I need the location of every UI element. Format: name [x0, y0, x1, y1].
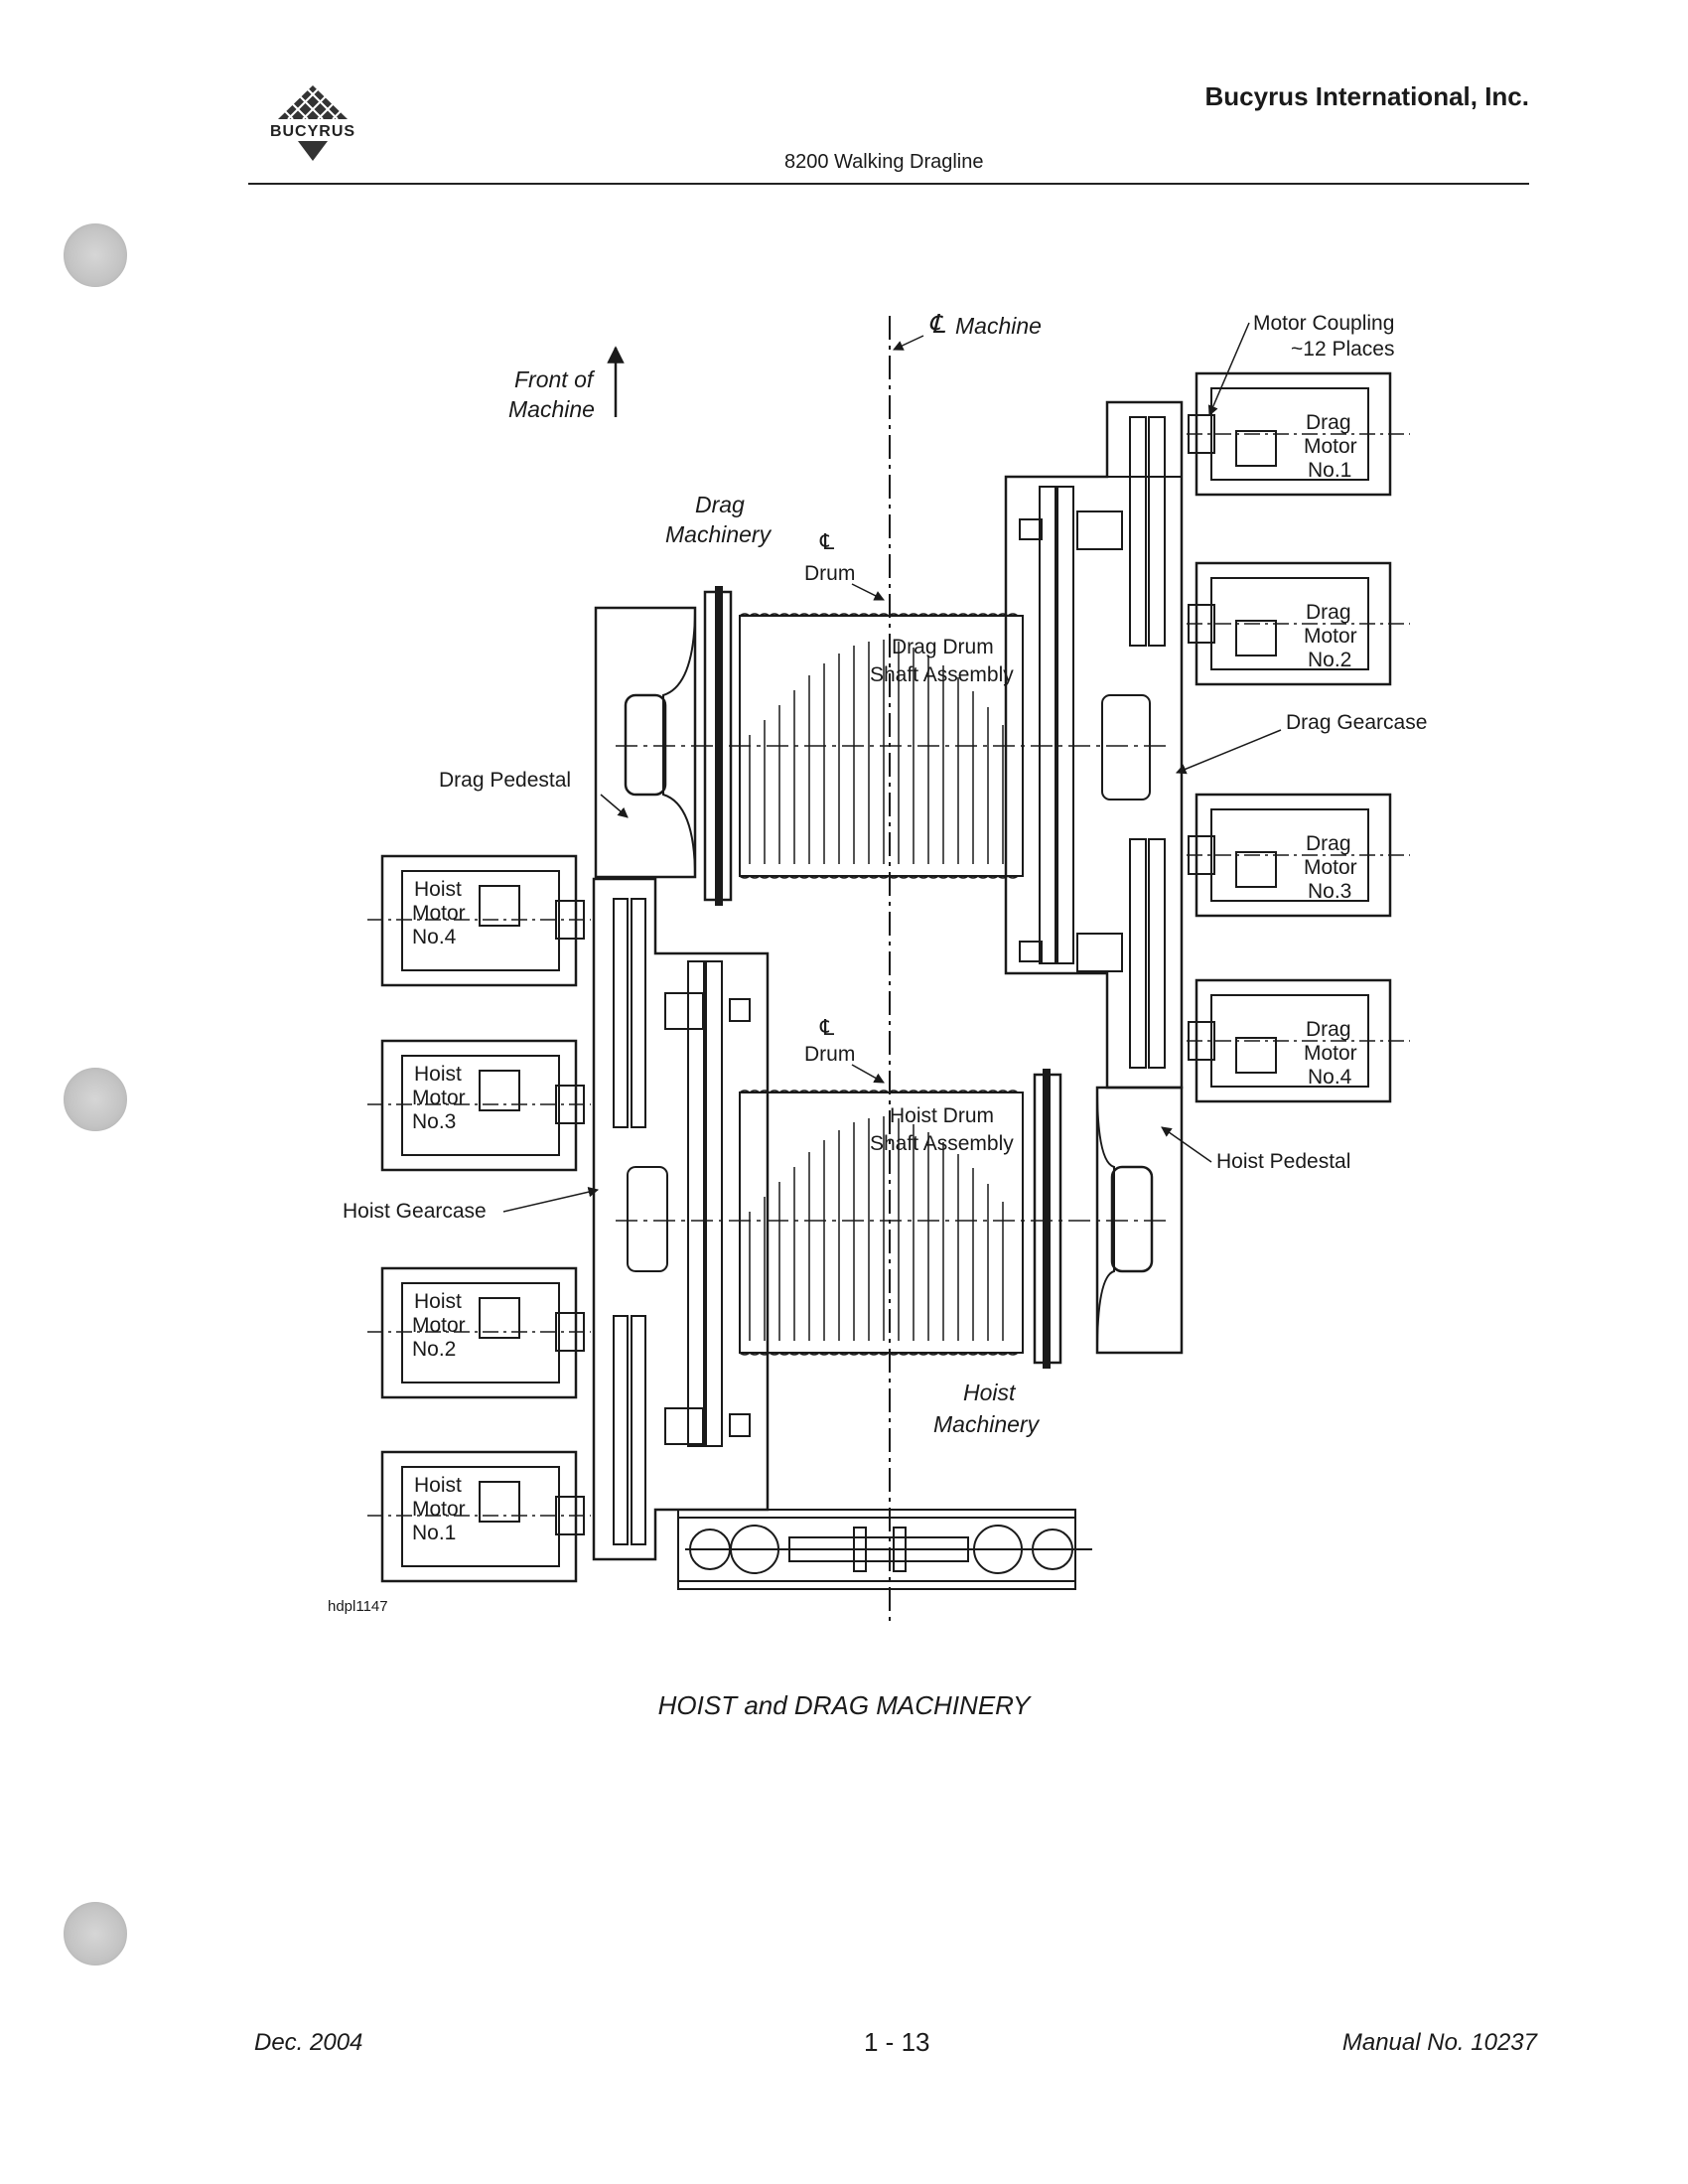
drag-machinery-label-2: Machinery — [665, 521, 773, 547]
propel-shaft-assembly — [677, 1509, 1092, 1590]
svg-text:Motor: Motor — [412, 1314, 466, 1337]
drag-drum-cl-symbol: ℄ — [819, 529, 835, 554]
hoist-pedestal-pointer — [1161, 1126, 1212, 1163]
hoist-drag-machinery-drawing: ℄ Machine Front of Machine — [328, 309, 1427, 1621]
hoist-motor-3: Hoist Motor No.3 — [367, 1039, 591, 1172]
front-of-label: Front of — [514, 366, 596, 392]
hoist-pedestal-outline — [1095, 1086, 1184, 1355]
hoist-gearcase-pointer — [502, 1187, 600, 1213]
motor-coupling-pointer — [1207, 322, 1250, 416]
figure-caption: HOIST and DRAG MACHINERY — [657, 1690, 1031, 1720]
hoist-motor-1: Hoist Motor No.1 — [367, 1450, 591, 1583]
machine-label: Machine — [508, 396, 595, 422]
svg-text:Motor: Motor — [412, 1087, 466, 1109]
drag-pedestal-pointer — [600, 794, 629, 818]
svg-text:Drag: Drag — [1306, 601, 1351, 624]
svg-text:Drag: Drag — [1306, 1018, 1351, 1041]
hoist-pedestal-label: Hoist Pedestal — [1216, 1150, 1350, 1173]
hoist-gear-train — [613, 898, 751, 1545]
hoist-drum — [616, 1069, 1172, 1369]
svg-text:Hoist: Hoist — [414, 878, 462, 901]
drag-pedestal-label: Drag Pedestal — [439, 769, 571, 792]
svg-text:Hoist: Hoist — [414, 1063, 462, 1086]
manual-number: Manual No. 10237 — [1341, 2029, 1537, 2056]
cl-pointer — [893, 335, 924, 351]
hoist-drum-label: Drum — [804, 1043, 855, 1066]
drag-gearcase-upper — [1106, 402, 1182, 478]
cl-machine-label: Machine — [955, 313, 1042, 339]
drag-motor-4: Drag Motor No.4 — [1187, 978, 1410, 1103]
hoist-drum-cl-symbol: ℄ — [819, 1015, 835, 1040]
logo-text: BUCYRUS — [270, 123, 355, 140]
hoist-motor-4: Hoist Motor No.4 — [367, 854, 591, 987]
hoist-motor-2: Hoist Motor No.2 — [367, 1266, 591, 1399]
header-rule — [248, 183, 1529, 185]
footer-date: Dec. 2004 — [254, 2029, 363, 2056]
svg-text:No.4: No.4 — [1308, 1066, 1352, 1089]
svg-text:Hoist: Hoist — [414, 1474, 462, 1497]
motor-coupling-places: ~12 Places — [1291, 338, 1395, 361]
drag-gear-train — [1019, 416, 1166, 1069]
hoist-drum-shaft-label-1: Hoist Drum — [890, 1104, 994, 1127]
drag-gearcase-outline — [1004, 400, 1184, 1090]
svg-text:No.1: No.1 — [412, 1522, 456, 1544]
hoist-gearcase-outline — [592, 877, 770, 1561]
drawing-code: hdpl1147 — [328, 1598, 388, 1615]
drag-drum-shaft-label-1: Drag Drum — [892, 636, 994, 658]
hoist-machinery-label-1: Hoist — [963, 1380, 1017, 1405]
hoist-gearcase-label: Hoist Gearcase — [343, 1200, 487, 1223]
drag-motor-3: Drag Motor No.3 — [1187, 793, 1410, 918]
svg-text:Motor: Motor — [412, 1498, 466, 1521]
svg-text:No.1: No.1 — [1308, 459, 1351, 482]
drag-gearcase-pointer — [1176, 729, 1282, 775]
binder-hole — [64, 1902, 127, 1966]
cl-symbol: ℄ — [928, 309, 946, 339]
svg-text:Motor: Motor — [1304, 1042, 1357, 1065]
company-name: Bucyrus International, Inc. — [1204, 81, 1529, 111]
svg-text:Motor: Motor — [412, 902, 466, 925]
page-number: 1 - 13 — [864, 2027, 930, 2057]
svg-text:Motor: Motor — [1304, 625, 1357, 648]
hoist-drum-pointer — [851, 1064, 885, 1084]
svg-text:Drag: Drag — [1306, 832, 1351, 855]
motor-coupling-label: Motor Coupling — [1253, 312, 1394, 335]
drag-drum-label: Drum — [804, 562, 855, 585]
svg-text:Hoist: Hoist — [414, 1290, 462, 1313]
svg-text:Motor: Motor — [1304, 856, 1357, 879]
svg-text:No.2: No.2 — [1308, 649, 1351, 671]
document-subtitle: 8200 Walking Dragline — [784, 151, 984, 173]
drag-drum-pointer — [851, 583, 885, 601]
bucyrus-logo: BUCYRUS — [270, 85, 355, 161]
svg-text:No.4: No.4 — [412, 926, 457, 948]
drag-motor-2: Drag Motor No.2 — [1187, 561, 1410, 686]
binder-hole — [64, 223, 127, 287]
svg-text:No.3: No.3 — [412, 1110, 456, 1133]
drag-pedestal-outline — [594, 606, 697, 879]
drag-drum — [616, 586, 1172, 906]
binder-hole — [64, 1068, 127, 1131]
drag-motor-1: Drag Motor No.1 — [1187, 371, 1410, 497]
hoist-drum-shaft-label-2: Shaft Assembly — [870, 1132, 1014, 1155]
svg-text:No.2: No.2 — [412, 1338, 456, 1361]
svg-text:Drag: Drag — [1306, 411, 1351, 434]
svg-text:No.3: No.3 — [1308, 880, 1351, 903]
hoist-machinery-label-2: Machinery — [933, 1411, 1041, 1437]
svg-text:Motor: Motor — [1304, 435, 1357, 458]
drag-gearcase-label: Drag Gearcase — [1286, 711, 1427, 734]
drag-machinery-label-1: Drag — [695, 492, 745, 517]
drag-drum-shaft-label-2: Shaft Assembly — [870, 663, 1014, 686]
